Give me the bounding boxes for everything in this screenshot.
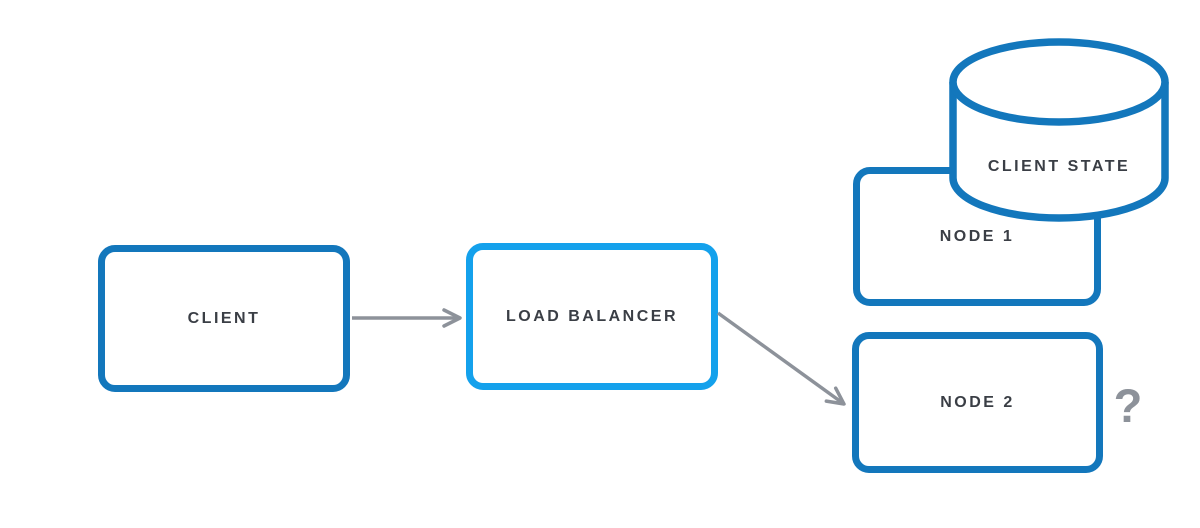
question-mark-annotation: ? [1113, 379, 1143, 432]
load-balancer-node: LOAD BALANCER [466, 243, 718, 390]
node-1-label: NODE 1 [939, 227, 1015, 245]
client-state-label: CLIENT STATE [987, 158, 1131, 175]
client-node-label: CLIENT [187, 309, 261, 327]
node-2: NODE 2 [852, 332, 1103, 473]
load-balancer-node-label: LOAD BALANCER [505, 307, 679, 325]
node-2-label: NODE 2 [940, 393, 1015, 411]
arrow-load-balancer-to-node2 [716, 311, 846, 406]
client-node: CLIENT [98, 245, 350, 392]
node-1: NODE 1 [853, 167, 1101, 306]
client-state-label-wrap: CLIENT STATE [949, 158, 1169, 176]
